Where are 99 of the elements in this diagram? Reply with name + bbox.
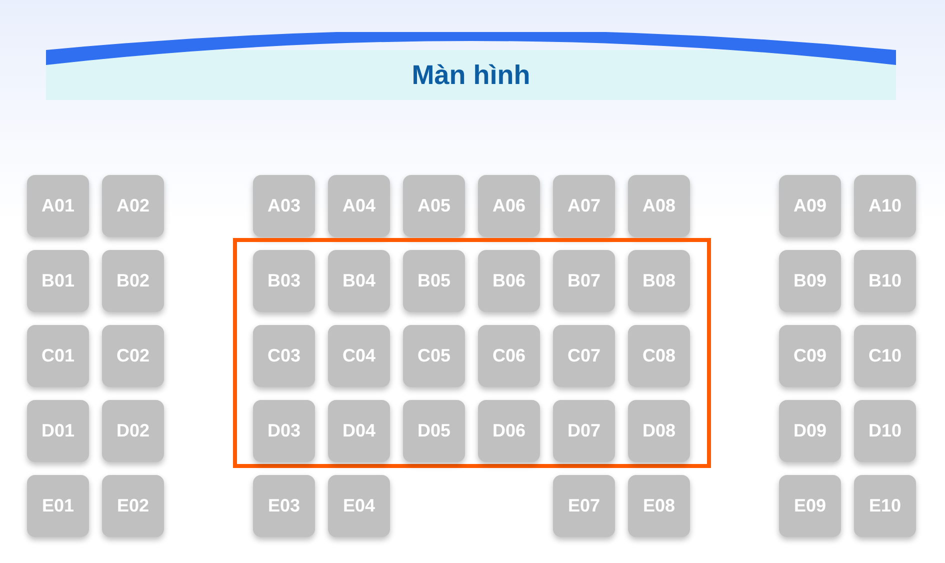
seat-tile [553, 475, 615, 537]
seat-label: E01 [40, 496, 76, 516]
seat-label: C01 [40, 346, 76, 366]
seat-tile [328, 400, 390, 462]
seat-tile [628, 475, 690, 537]
seat-label: A06 [491, 196, 527, 216]
seat-label: D07 [566, 420, 602, 442]
seat-tile [628, 325, 690, 387]
seat-label: D06 [491, 420, 527, 442]
seat-tile [779, 175, 841, 237]
seat-label: C08 [641, 346, 677, 366]
seat-label: B05 [416, 270, 452, 292]
screen-band [46, 32, 896, 100]
seat-label: D01 [40, 420, 76, 442]
seat-label: E10 [868, 496, 902, 516]
seat-label: D09 [792, 420, 828, 442]
seat-tile [478, 175, 540, 237]
seat-tile [403, 250, 465, 312]
seat-tile [27, 325, 89, 387]
seat-tile [478, 325, 540, 387]
seat-label: B04 [341, 270, 377, 292]
seat-label: C04 [341, 346, 377, 366]
seat-label: D05 [416, 420, 452, 442]
seat-tile [253, 400, 315, 462]
seat-tile [328, 250, 390, 312]
seat-label: B07 [566, 270, 602, 292]
seat-label: C02 [115, 346, 151, 366]
seat-label: D10 [867, 420, 903, 442]
seat-label: A04 [341, 196, 377, 216]
seat-tile [553, 325, 615, 387]
seat-tile [102, 400, 164, 462]
seat-label: E07 [566, 496, 602, 516]
seat-tile [553, 175, 615, 237]
seat-label: C03 [266, 346, 302, 366]
seat-label: A03 [266, 196, 302, 216]
seat-tile [328, 175, 390, 237]
seat-label: E02 [116, 496, 150, 516]
seat-label: B08 [641, 270, 677, 292]
seat-label: E03 [266, 496, 302, 516]
seat-tile [27, 250, 89, 312]
seat-tile [628, 175, 690, 237]
highlight-frame [233, 238, 711, 468]
seat-tile [478, 250, 540, 312]
seat-label: B01 [40, 270, 76, 292]
seat-tile [779, 250, 841, 312]
seat-label: E09 [792, 496, 828, 516]
seat-tile [253, 175, 315, 237]
seat-tile [27, 175, 89, 237]
seat-label: D04 [341, 420, 377, 442]
seat-tile [27, 400, 89, 462]
seat-label: B10 [867, 270, 903, 292]
screen-label: Màn hình [410, 60, 532, 91]
seat-tile [628, 250, 690, 312]
seat-tile [102, 325, 164, 387]
seat-tile [854, 325, 916, 387]
seat-tile [779, 400, 841, 462]
seat-tile [403, 325, 465, 387]
seat-label: D02 [115, 420, 151, 442]
seat-tile [854, 400, 916, 462]
seat-tile [854, 175, 916, 237]
seat-tile [328, 325, 390, 387]
seat-label: C10 [867, 346, 903, 366]
seat-label: B09 [792, 270, 828, 292]
seat-label: E08 [642, 496, 676, 516]
seat-tile [102, 475, 164, 537]
seat-label: B02 [115, 270, 151, 292]
seat-tile [403, 175, 465, 237]
seat-tile [553, 250, 615, 312]
seat-label: A05 [416, 196, 452, 216]
seat-tile [27, 475, 89, 537]
seat-label: C06 [491, 346, 527, 366]
seat-tile [253, 325, 315, 387]
seat-tile [403, 400, 465, 462]
seat-tile [854, 250, 916, 312]
seat-label: C05 [416, 346, 452, 366]
seat-tile [553, 400, 615, 462]
seat-label: B03 [266, 270, 302, 292]
seat-label: B06 [491, 270, 527, 292]
seat-label: A08 [641, 196, 677, 216]
seat-tile [102, 250, 164, 312]
seat-tile [253, 250, 315, 312]
seat-label: D08 [641, 420, 677, 442]
seat-label: C09 [792, 346, 828, 366]
seat-label: D03 [266, 420, 302, 442]
seat-label: A10 [867, 196, 903, 216]
seat-label: A07 [566, 196, 602, 216]
seat-label: E04 [342, 496, 376, 516]
seat-tile [854, 475, 916, 537]
seat-tile [328, 475, 390, 537]
seat-label: A02 [115, 196, 151, 216]
seat-tile [253, 475, 315, 537]
seat-label: C07 [566, 346, 602, 366]
seat-tile [779, 325, 841, 387]
seat-tile [628, 400, 690, 462]
seat-label: A01 [40, 196, 76, 216]
seat-tile [478, 400, 540, 462]
seat-label: A09 [792, 196, 828, 216]
seat-tile [779, 475, 841, 537]
seat-tile [102, 175, 164, 237]
